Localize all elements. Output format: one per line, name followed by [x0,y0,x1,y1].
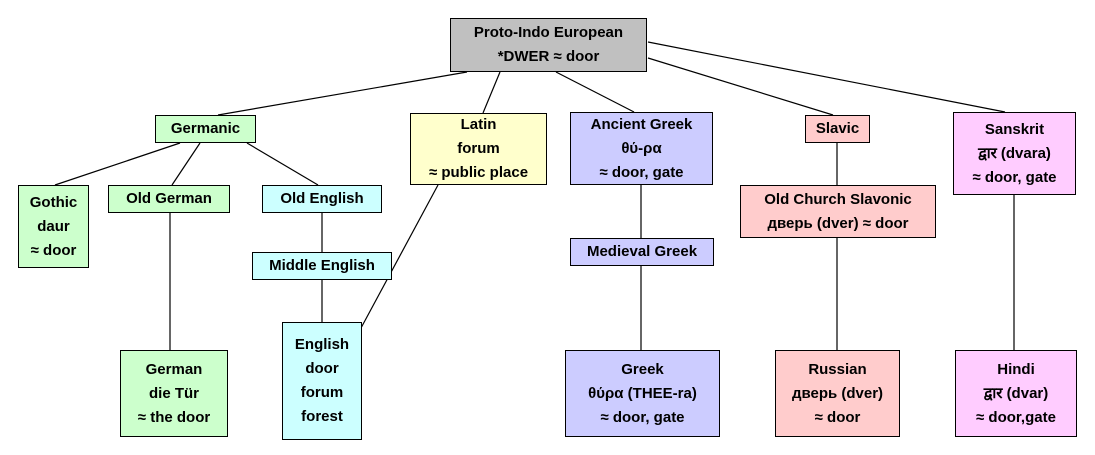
node-gloss: ≈ door, gate [972,168,1057,186]
node-latin: Latin forum ≈ public place [410,113,547,185]
node-word: θύ-ρα [621,139,662,157]
edge-pie-latin [482,71,501,114]
node-label: Ancient Greek [590,115,693,133]
node-russian: Russian дверь (dver) ≈ door [775,350,900,437]
edge-germanic-gothic [54,142,181,186]
node-medieval-greek: Medieval Greek [570,238,714,266]
edge-germanic-old-german [171,142,201,186]
node-sanskrit: Sanskrit द्वार (dvara) ≈ door, gate [953,112,1076,195]
node-label: Greek [621,360,664,378]
node-german: German die Tür ≈ the door [120,350,228,437]
node-old-church-slavonic: Old Church Slavonic дверь (dver) ≈ door [740,185,936,238]
node-gothic: Gothic daur ≈ door [18,185,89,268]
node-label: German [145,360,203,378]
node-gloss: ≈ door, gate [599,163,684,181]
node-label: Old German [126,190,212,207]
node-word: дверь (dver) ≈ door [767,214,909,232]
node-english: English door forum forest [282,322,362,440]
node-word: door [305,360,339,377]
node-gloss: ≈ door,gate [976,408,1056,426]
node-label: English [294,336,350,353]
node-old-german: Old German [108,185,230,213]
edge-latin-english [360,184,439,329]
node-middle-english: Middle English [252,252,392,280]
node-label: Old English [280,190,364,207]
edge-germanic-old-english [246,142,319,186]
node-word: θύρα (THEE-ra) [588,384,697,402]
edge-pie-germanic [217,71,468,116]
node-word: द्वार (dvar) [983,384,1049,402]
node-germanic: Germanic [155,115,256,143]
node-gloss: *DWER ≈ door [497,48,600,65]
node-label: Middle English [269,257,375,274]
node-label: Hindi [997,360,1035,378]
node-gloss: ≈ door [30,241,77,259]
node-gloss: ≈ public place [428,164,529,181]
node-old-english: Old English [262,185,382,213]
node-word: forum [457,140,500,157]
node-word: द्वार (dvara) [978,144,1051,162]
node-word: forest [301,408,343,425]
node-greek: Greek θύρα (THEE-ra) ≈ door, gate [565,350,720,437]
node-label: Slavic [815,120,860,137]
node-label: Latin [460,116,497,133]
node-gloss: ≈ the door [137,408,211,426]
node-word: forum [300,384,344,401]
node-gloss: ≈ door [814,408,861,426]
node-ancient-greek: Ancient Greek θύ-ρα ≈ door, gate [570,112,713,185]
node-label: Medieval Greek [586,243,698,260]
node-label: Russian [808,360,867,378]
node-proto-indo-european: Proto-Indo European *DWER ≈ door [450,18,647,72]
node-slavic: Slavic [805,115,870,143]
node-hindi: Hindi द्वार (dvar) ≈ door,gate [955,350,1077,437]
node-label: Old Church Slavonic [764,190,912,208]
node-gloss: ≈ door, gate [600,408,685,426]
node-word: дверь (dver) [791,384,884,402]
edge-pie-slavic [647,57,834,116]
edge-pie-ancient-greek [555,71,635,113]
node-label: Germanic [170,120,241,137]
node-word: daur [37,217,70,235]
node-label: Gothic [29,193,78,211]
edge-pie-sanskrit [647,41,1006,113]
node-label: Sanskrit [984,120,1045,138]
node-label: Proto-Indo European [473,24,624,41]
node-word: die Tür [148,384,199,402]
